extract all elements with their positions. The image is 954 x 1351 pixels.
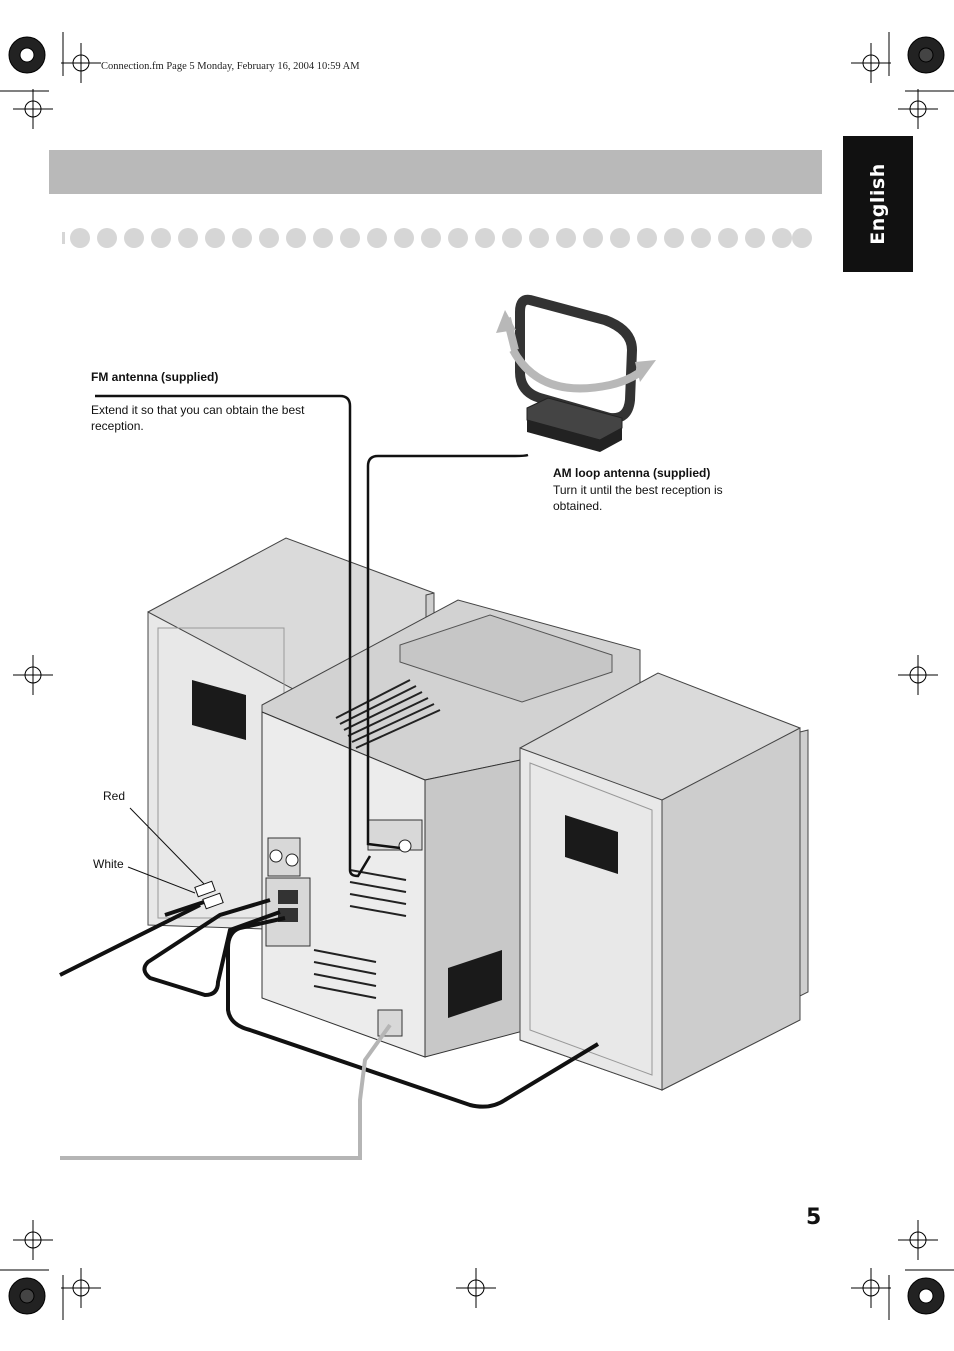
- registration-marks: [0, 32, 954, 1320]
- fm-antenna-title: FM antenna (supplied): [91, 370, 219, 384]
- crosshair-mark-9: [61, 1268, 101, 1308]
- crosshair-mark-5: [13, 655, 53, 695]
- page-number: 5: [806, 1205, 822, 1230]
- am-antenna-title: AM loop antenna (supplied): [553, 466, 711, 480]
- rotate-arrow-head-left-icon: [496, 310, 516, 333]
- callout-leaders: [127, 807, 208, 894]
- rotate-arrow-head-right-icon: [635, 360, 656, 382]
- fm-antenna-wire: [95, 394, 372, 878]
- right-speaker: [519, 672, 809, 1091]
- crosshair-mark-3: [13, 89, 53, 129]
- rca-plugs: [194, 880, 224, 910]
- rear-panel-jacks: [265, 819, 423, 1037]
- section-title-bar: [49, 150, 822, 194]
- audio-input-cable: [59, 898, 211, 977]
- starburst-mark-top-right: [907, 36, 945, 74]
- am-antenna-description: Turn it until the best reception is obta…: [553, 483, 723, 513]
- file-info-line: Connection.fm Page 5 Monday, February 16…: [101, 61, 360, 72]
- crosshair-mark-6: [898, 655, 938, 695]
- crosshair-mark-11: [456, 1268, 496, 1308]
- right-speaker-cable: [226, 916, 600, 1109]
- am-antenna-wire: [366, 453, 529, 850]
- fm-antenna-description: Extend it so that you can obtain the bes…: [91, 403, 305, 433]
- crosshair-mark-10: [851, 1268, 891, 1308]
- callout-white: White: [93, 857, 124, 871]
- starburst-mark-bottom-right: [907, 1277, 945, 1315]
- crosshair-mark-1: [61, 43, 101, 83]
- am-loop-antenna: [515, 294, 638, 452]
- vent-slots: [313, 679, 441, 999]
- starburst-mark-bottom-left: [8, 1277, 46, 1315]
- crosshair-mark-2: [851, 43, 891, 83]
- callout-red: Red: [103, 789, 126, 803]
- crosshair-mark-7: [13, 1220, 53, 1260]
- language-tab: English: [843, 136, 913, 272]
- crosshair-mark-4: [898, 89, 938, 129]
- crosshair-mark-8: [898, 1220, 938, 1260]
- left-speaker-cable: [142, 898, 281, 998]
- decorative-dot-row: [62, 228, 812, 248]
- starburst-mark-top-left: [8, 36, 46, 74]
- power-cord: [60, 1023, 392, 1160]
